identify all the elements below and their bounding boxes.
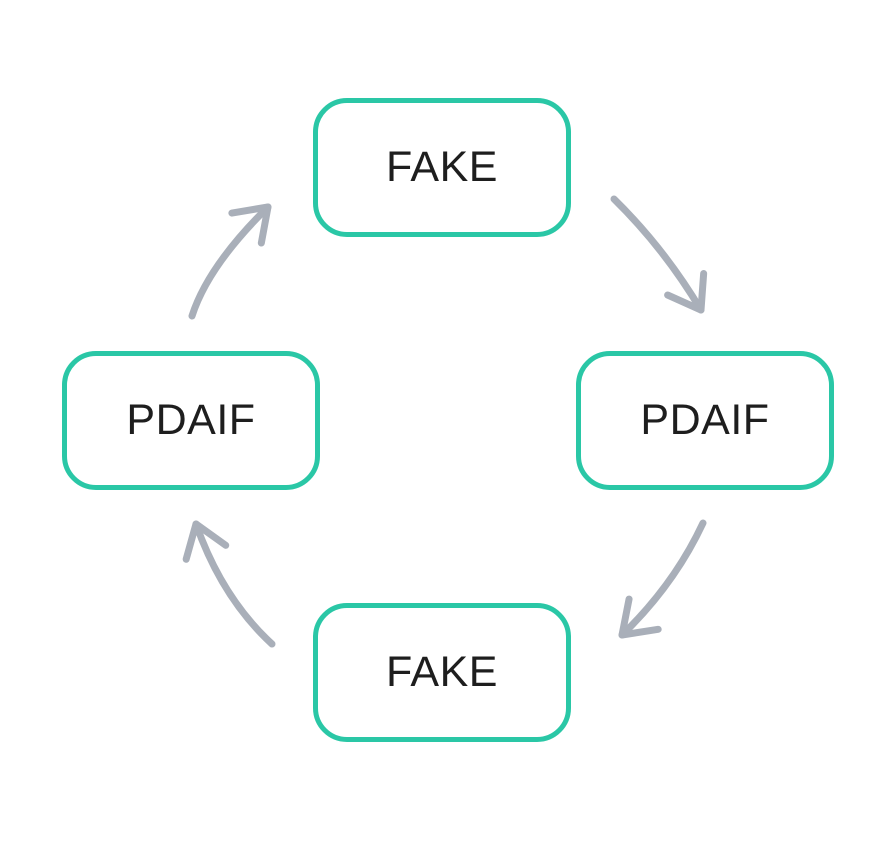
node-pdaif-right: PDAIF <box>576 351 834 490</box>
arrow-left-to-top <box>188 203 272 320</box>
node-label: PDAIF <box>126 396 256 444</box>
node-fake-top: FAKE <box>313 98 571 237</box>
arrow-bottom-to-left <box>182 520 276 648</box>
node-pdaif-left: PDAIF <box>62 351 320 490</box>
arrow-right-to-bottom <box>618 519 707 639</box>
node-label: PDAIF <box>640 396 770 444</box>
node-label: FAKE <box>386 648 498 696</box>
node-label: FAKE <box>386 143 498 191</box>
arrow-top-to-right <box>610 195 708 314</box>
node-fake-bottom: FAKE <box>313 603 571 742</box>
